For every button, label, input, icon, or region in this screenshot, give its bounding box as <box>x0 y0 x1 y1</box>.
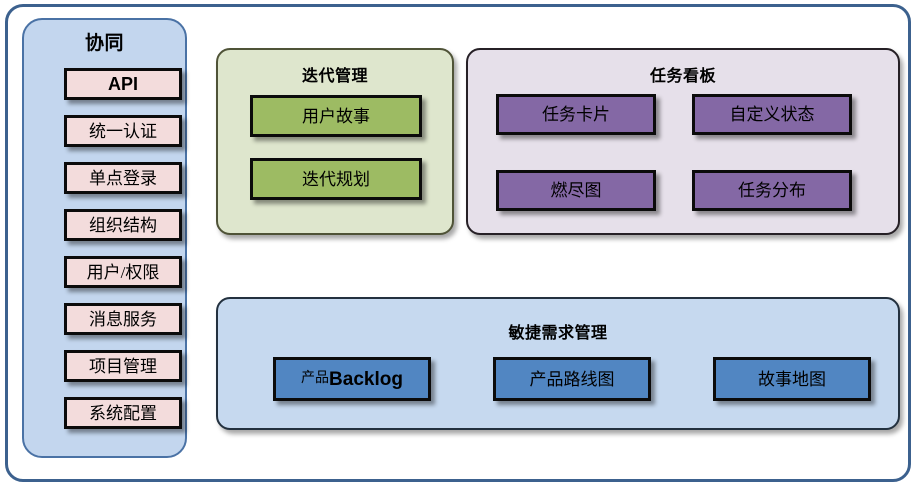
agile-item-product-backlog-cjk: 产品 <box>301 371 330 386</box>
group-task-board-title: 任务看板 <box>649 68 716 85</box>
agile-item-product-backlog-latin: Backlog <box>329 368 403 390</box>
taskboard-item-burndown-chart[interactable]: 燃尽图 <box>496 170 656 211</box>
collab-item-unified-auth[interactable]: 统一认证 <box>64 115 182 147</box>
collab-item-message-service[interactable]: 消息服务 <box>64 303 182 335</box>
taskboard-item-custom-status[interactable]: 自定义状态 <box>692 94 852 135</box>
group-collaboration-title: 协同 <box>84 33 124 54</box>
group-agile-requirement-title: 敏捷需求管理 <box>508 325 608 342</box>
group-iteration-management: 迭代管理 用户故事 迭代规划 <box>216 48 454 235</box>
group-task-board: 任务看板 任务卡片 自定义状态 燃尽图 任务分布 <box>466 48 900 235</box>
iteration-item-iteration-planning[interactable]: 迭代规划 <box>250 158 422 200</box>
collab-item-org-structure[interactable]: 组织结构 <box>64 209 182 241</box>
collab-item-system-config[interactable]: 系统配置 <box>64 397 182 429</box>
outer-frame <box>5 4 911 482</box>
agile-item-product-roadmap[interactable]: 产品路线图 <box>493 357 651 401</box>
group-collaboration: 协同 API 统一认证 单点登录 组织结构 用户/权限 消息服务 项目管理 系统… <box>22 18 187 458</box>
iteration-item-user-story[interactable]: 用户故事 <box>250 95 422 137</box>
collab-item-user-permission[interactable]: 用户/权限 <box>64 256 182 288</box>
group-iteration-title: 迭代管理 <box>301 68 368 85</box>
collab-item-project-management[interactable]: 项目管理 <box>64 350 182 382</box>
taskboard-item-task-card[interactable]: 任务卡片 <box>496 94 656 135</box>
taskboard-item-task-distribution[interactable]: 任务分布 <box>692 170 852 211</box>
collab-item-single-sign-on[interactable]: 单点登录 <box>64 162 182 194</box>
collab-item-api[interactable]: API <box>64 68 182 100</box>
agile-item-story-map[interactable]: 故事地图 <box>713 357 871 401</box>
